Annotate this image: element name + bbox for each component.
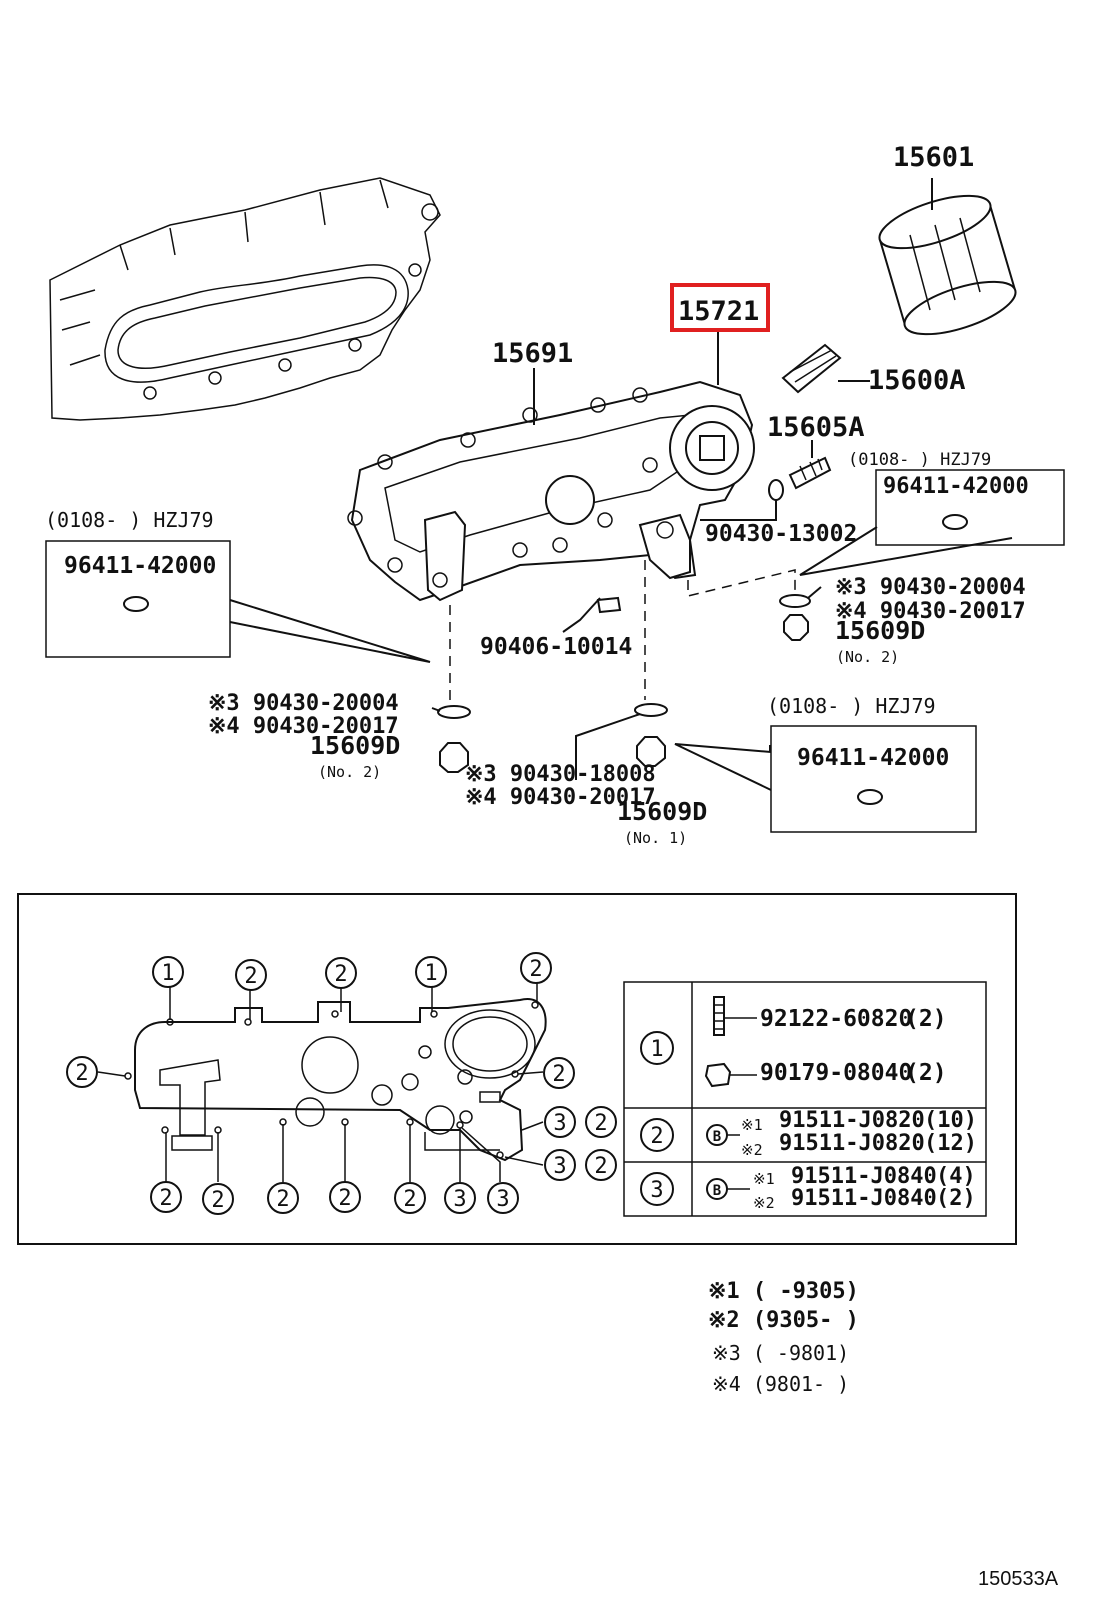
callout-15605A: 15605A xyxy=(767,412,865,443)
svg-text:(0108- ) HZJ79: (0108- ) HZJ79 xyxy=(767,694,936,718)
box-left: (0108- ) HZJ79 96411-42000 xyxy=(45,508,231,658)
callout-left-gasket-a: ※3 90430-20004 xyxy=(208,691,399,716)
callout-center-gasket-b: ※4 90430-20017 xyxy=(465,785,656,810)
gasket-90430-13002 xyxy=(768,479,784,501)
svg-text:2: 2 xyxy=(244,964,257,989)
svg-text:91511-J0820: 91511-J0820 xyxy=(779,1108,925,1133)
svg-text:96411-42000: 96411-42000 xyxy=(883,474,1029,499)
cover-bolt-bosses xyxy=(347,387,658,588)
callout-15721: 15721 xyxy=(678,296,759,327)
callout-center-plug-tag: (No. 1) xyxy=(624,829,687,847)
svg-text:96411-42000: 96411-42000 xyxy=(797,745,949,771)
svg-text:※2 (9305- ): ※2 (9305- ) xyxy=(708,1308,859,1333)
bolt-layout-leaders xyxy=(97,983,544,1182)
footnotes: ※1 ( -9305) ※2 (9305- ) ※3 ( -9801) ※4 (… xyxy=(708,1279,859,1396)
callout-left-plug: 15609D xyxy=(310,731,400,760)
highlight-box xyxy=(670,283,770,332)
callout-15691: 15691 xyxy=(492,338,573,369)
svg-text:3: 3 xyxy=(453,1187,466,1212)
callout-15601: 15601 xyxy=(893,142,974,173)
bolt-layout-side-labels: 2 2 3 2 3 2 xyxy=(66,1056,617,1181)
callout-90430-13002: 90430-13002 xyxy=(705,521,857,547)
svg-text:3: 3 xyxy=(496,1187,509,1212)
svg-text:90179-08040: 90179-08040 xyxy=(760,1060,912,1086)
svg-text:※1: ※1 xyxy=(753,1170,775,1188)
stud-icon xyxy=(713,996,725,1036)
svg-text:B: B xyxy=(713,1129,721,1145)
callout-center-gasket-a: ※3 90430-18008 xyxy=(465,762,656,787)
svg-text:(4): (4) xyxy=(936,1164,976,1189)
center-gasket-and-plug xyxy=(634,703,668,767)
svg-text:(0108- ) HZJ79: (0108- ) HZJ79 xyxy=(45,508,214,532)
svg-text:2: 2 xyxy=(403,1187,416,1212)
svg-text:※2: ※2 xyxy=(741,1141,763,1159)
svg-text:91511-J0840: 91511-J0840 xyxy=(791,1186,937,1211)
svg-text:1: 1 xyxy=(650,1037,663,1062)
right-gasket-and-plug xyxy=(779,594,811,641)
left-gasket-and-plug xyxy=(437,705,471,773)
svg-text:92122-60820: 92122-60820 xyxy=(760,1006,912,1032)
callout-15600A: 15600A xyxy=(868,365,966,396)
svg-text:(2): (2) xyxy=(905,1006,947,1032)
bolt-layout-frame xyxy=(17,893,1017,1245)
bolt-table: 1 92122-60820 (2) 90179-08040 (2) 2 B ※1… xyxy=(623,981,987,1217)
svg-text:91511-J0840: 91511-J0840 xyxy=(791,1164,937,1189)
svg-text:1: 1 xyxy=(424,961,437,986)
union-bolt xyxy=(781,343,842,394)
svg-text:3: 3 xyxy=(553,1111,566,1136)
svg-text:2: 2 xyxy=(338,1186,351,1211)
svg-text:2: 2 xyxy=(159,1186,172,1211)
svg-text:B: B xyxy=(713,1183,721,1199)
callout-left-gasket-b: ※4 90430-20017 xyxy=(208,714,399,739)
svg-text:2: 2 xyxy=(650,1124,663,1149)
box-lower: (0108- ) HZJ79 96411-42000 xyxy=(767,694,977,833)
oil-cooler-cover xyxy=(347,380,755,602)
svg-text:91511-J0820: 91511-J0820 xyxy=(779,1131,925,1156)
svg-text:2: 2 xyxy=(75,1061,88,1086)
svg-text:(12): (12) xyxy=(924,1131,977,1156)
callout-center-plug: 15609D xyxy=(617,797,707,826)
callout-left-plug-tag: (No. 2) xyxy=(318,763,381,781)
relief-valve-plug xyxy=(788,456,832,490)
bolt-layout-cover xyxy=(124,998,547,1162)
svg-text:2: 2 xyxy=(529,957,542,982)
leader-lines xyxy=(229,178,1013,791)
bolt-layout-bottom-labels: 2 2 2 2 2 3 3 xyxy=(150,1181,519,1215)
svg-text:※3 ( -9801): ※3 ( -9801) xyxy=(712,1341,849,1365)
svg-text:※1: ※1 xyxy=(741,1116,763,1134)
svg-text:96411-42000: 96411-42000 xyxy=(64,553,216,579)
callout-right-plug-tag: (No. 2) xyxy=(836,648,899,666)
svg-text:3: 3 xyxy=(553,1154,566,1179)
nut-icon xyxy=(704,1062,732,1088)
box-right: (0108- ) HZJ79 96411-42000 xyxy=(848,450,1065,546)
engine-block-outline xyxy=(49,177,441,421)
callout-90406-10014: 90406-10014 xyxy=(480,634,632,660)
svg-text:(0108- ) HZJ79: (0108- ) HZJ79 xyxy=(848,450,991,470)
svg-text:2: 2 xyxy=(334,962,347,987)
callout-right-gasket-b: ※4 90430-20017 xyxy=(835,599,1026,624)
svg-text:※4 (9801- ): ※4 (9801- ) xyxy=(712,1372,849,1396)
svg-text:※1 ( -9305): ※1 ( -9305) xyxy=(708,1279,859,1304)
bolt-layout-top-labels: 1 2 2 1 2 xyxy=(152,952,552,991)
svg-text:(2): (2) xyxy=(905,1060,947,1086)
callout-right-plug: 15609D xyxy=(835,616,925,645)
svg-text:2: 2 xyxy=(594,1154,607,1179)
svg-text:※2: ※2 xyxy=(753,1194,775,1212)
svg-text:1: 1 xyxy=(161,961,174,986)
svg-text:(10): (10) xyxy=(924,1108,977,1133)
svg-text:2: 2 xyxy=(211,1188,224,1213)
svg-text:2: 2 xyxy=(552,1062,565,1087)
svg-text:2: 2 xyxy=(276,1187,289,1212)
oil-filter xyxy=(878,194,1017,336)
svg-text:3: 3 xyxy=(650,1178,663,1203)
callout-right-gasket-a: ※3 90430-20004 xyxy=(835,575,1026,600)
diagram-id: 150533A xyxy=(978,1568,1059,1590)
svg-text:2: 2 xyxy=(594,1111,607,1136)
stud-90406-10014 xyxy=(596,596,622,614)
svg-text:(2): (2) xyxy=(936,1186,976,1211)
